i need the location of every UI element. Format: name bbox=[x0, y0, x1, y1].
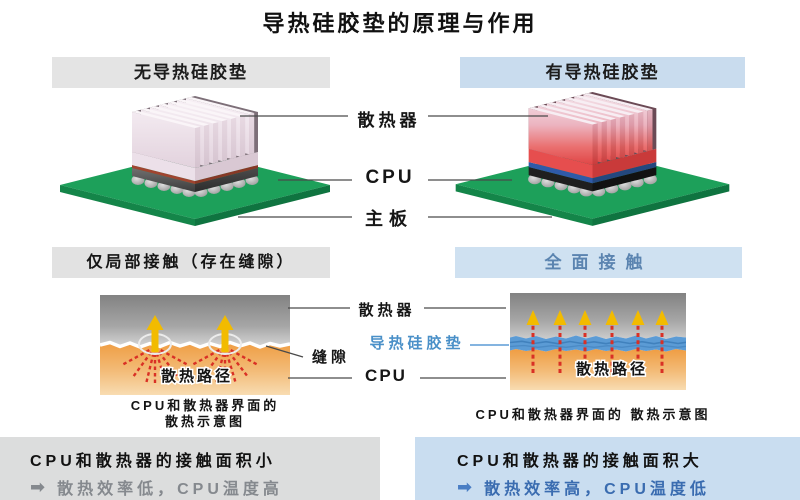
with-pad-interface-cross-section: 散热路径 bbox=[510, 293, 686, 390]
no-pad-interface-cross-section: 散热路径 bbox=[100, 295, 290, 395]
heatsink-label: 散热器 bbox=[357, 111, 421, 130]
pad-texture-waves bbox=[510, 340, 686, 348]
right-caption: CPU和散热器界面的 散热示意图 bbox=[475, 407, 711, 422]
right-heat-path-text: 散热路径 bbox=[576, 360, 648, 378]
right-contact-status: 全面接触 bbox=[455, 247, 742, 278]
left-column-header: 无导热硅胶垫 bbox=[52, 57, 330, 88]
motherboard-side-right bbox=[195, 185, 330, 226]
right-column-header: 有导热硅胶垫 bbox=[460, 57, 745, 88]
motherboard-side-left bbox=[60, 185, 195, 226]
left-caption: CPU和散热器界面的 散热示意图 bbox=[80, 398, 330, 430]
left-heat-path-text: 散热路径 bbox=[161, 367, 233, 385]
motherboard-label: 主板 bbox=[365, 209, 413, 229]
air-gap-line bbox=[100, 340, 290, 349]
left-caption-line2: 散热示意图 bbox=[164, 414, 245, 429]
left-result-panel: CPU和散热器的接触面积小 ➡ 散热效率低，CPU温度高 bbox=[0, 437, 380, 500]
right-arrow-icon: ➡ bbox=[30, 476, 46, 497]
cross-cpu-label: CPU bbox=[365, 366, 407, 385]
page-title: 导热硅胶垫的原理与作用 bbox=[262, 11, 538, 36]
right-result-title: CPU和散热器的接触面积大 bbox=[457, 453, 703, 470]
thermal-pad-section bbox=[510, 335, 686, 352]
right-result-detail: 散热效率高，CPU温度低 bbox=[484, 481, 710, 498]
motherboard-side-left bbox=[455, 184, 593, 226]
heatsink-base bbox=[132, 152, 258, 181]
left-result-detail: 散热效率低，CPU温度高 bbox=[57, 481, 283, 498]
thermal-pad-layer bbox=[528, 161, 657, 184]
heatsink-fins bbox=[528, 93, 653, 166]
with-pad-assembly-illustration bbox=[455, 92, 730, 226]
thermal-pad-label: 导热硅胶垫 bbox=[369, 335, 465, 352]
no-pad-assembly-illustration bbox=[60, 96, 330, 226]
heat-flow-arrows bbox=[526, 310, 669, 373]
gap-label: 缝隙 bbox=[311, 349, 351, 366]
cpu-label: CPU bbox=[365, 167, 415, 188]
heatsink-section bbox=[100, 295, 290, 347]
left-contact-status: 仅局部接触（存在缝隙） bbox=[52, 247, 330, 278]
heatsink-base bbox=[528, 148, 657, 179]
left-caption-line1: CPU和散热器界面的 bbox=[130, 398, 280, 413]
motherboard-side-right bbox=[592, 184, 730, 226]
cpu-section bbox=[510, 349, 686, 390]
cpu-block bbox=[132, 165, 258, 192]
heatsink-fins bbox=[132, 97, 255, 168]
heatsink-section bbox=[510, 293, 686, 339]
right-result-panel: CPU和散热器的接触面积大 ➡ 散热效率高，CPU温度低 bbox=[415, 437, 800, 500]
right-arrow-icon: ➡ bbox=[457, 476, 473, 497]
left-result-title: CPU和散热器的接触面积小 bbox=[30, 453, 276, 470]
heat-arrows-up bbox=[146, 315, 234, 352]
cpu-block bbox=[528, 167, 657, 192]
cross-heatsink-label: 散热器 bbox=[358, 302, 416, 319]
